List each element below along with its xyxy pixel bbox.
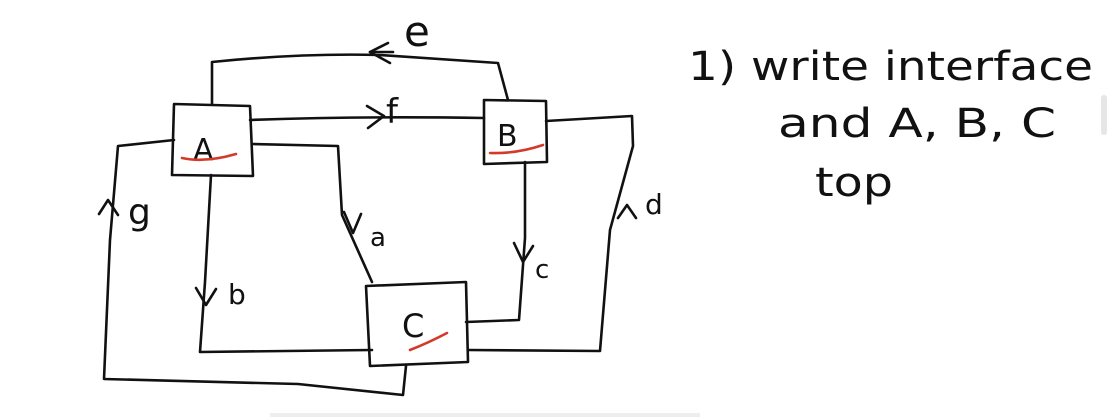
note-line-3: top (815, 160, 893, 206)
edge-d-label: d (645, 188, 663, 221)
edge-g: g (97, 138, 408, 397)
node-a-label: A (193, 133, 214, 168)
note-line-1: 1) write interface (688, 44, 1093, 90)
edge-g-label: g (128, 192, 151, 233)
node-c: C (364, 280, 470, 368)
edge-c: c (464, 160, 549, 324)
edge-d-arrowhead (616, 203, 638, 220)
vertical-scrollbar[interactable] (1101, 95, 1107, 135)
node-a: A (170, 102, 255, 178)
node-b: B (482, 98, 549, 166)
edge-f-label: f (386, 92, 399, 132)
node-b-underline (488, 143, 545, 155)
edge-f: f (248, 92, 486, 132)
edge-c-arrowhead (512, 241, 535, 264)
edge-e: e (210, 7, 510, 106)
edge-b: b (194, 173, 374, 354)
edge-f-arrowhead (365, 104, 386, 130)
node-a-underline (180, 152, 238, 162)
edge-b-arrowhead (194, 286, 218, 307)
edge-a-label: a (370, 223, 386, 253)
node-c-label: C (402, 307, 424, 345)
note-line-2: and A, B, C (778, 101, 1056, 147)
node-c-underline (408, 331, 449, 352)
edge-e-label: e (404, 7, 430, 56)
bottom-scroll-track (270, 413, 700, 417)
notes: 1) write interface and A, B, C top (688, 44, 1093, 206)
edge-b-label: b (228, 278, 246, 311)
edge-c-label: c (535, 255, 549, 285)
edge-a: a (251, 142, 386, 284)
node-b-label: B (497, 119, 518, 154)
edge-d: d (466, 114, 663, 353)
edge-a-arrowhead (342, 210, 363, 235)
edge-g-arrowhead (97, 198, 120, 217)
